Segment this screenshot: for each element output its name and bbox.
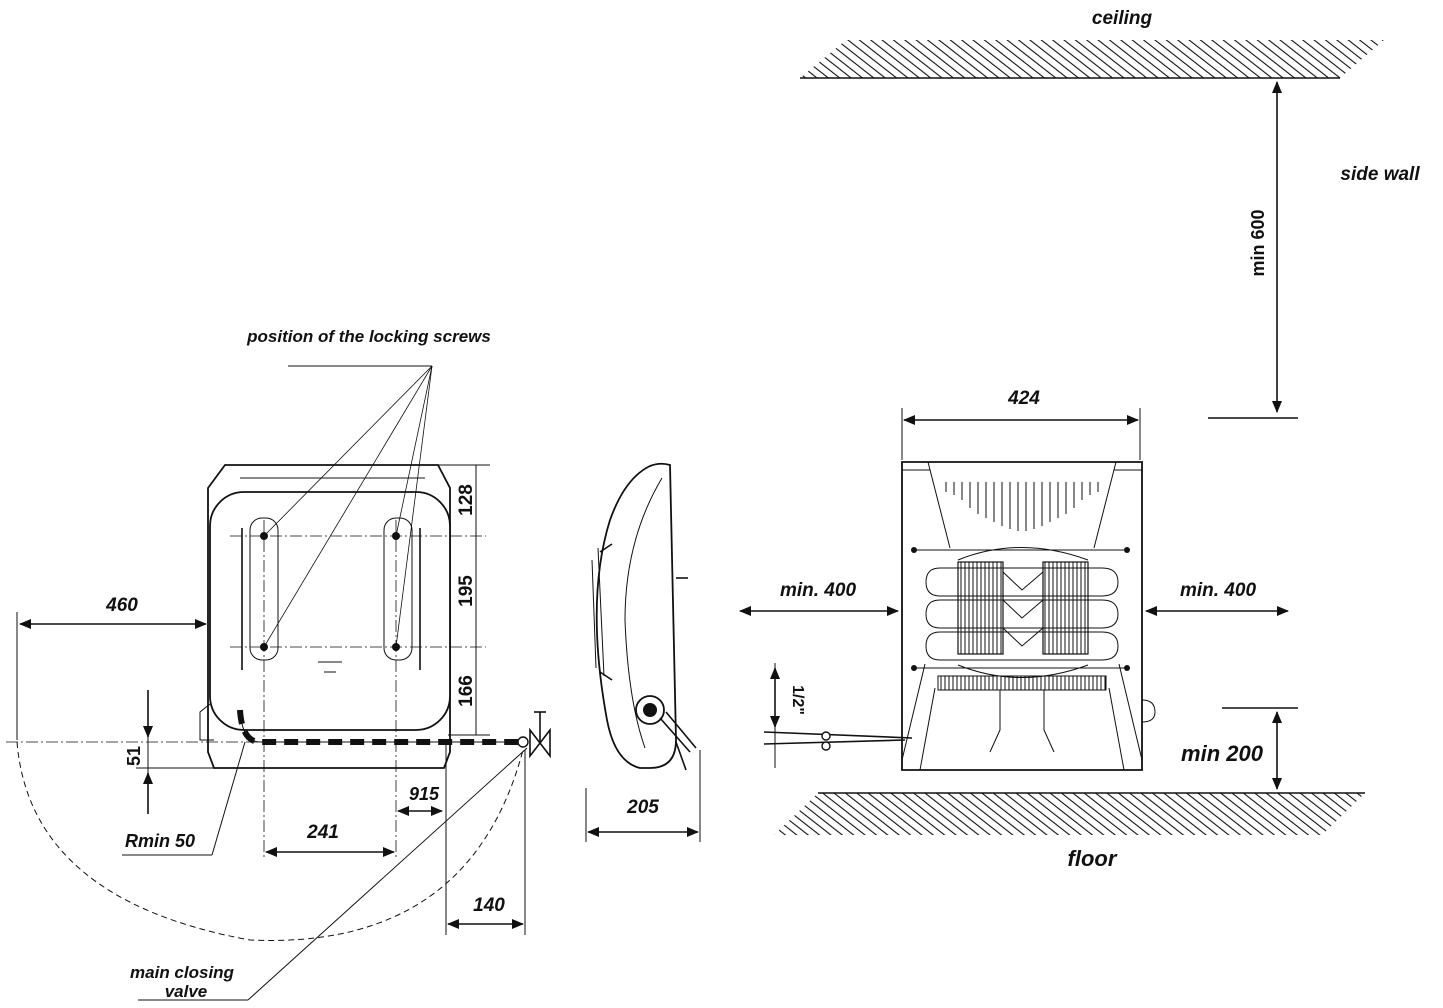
min-400-left-dimension: min. 400 [739,580,899,616]
floor-hatching [774,792,1365,835]
dim-128-label: 128 [456,484,477,516]
min-200-label: min 200 [1181,741,1264,766]
side-wall-label: side wall [1340,164,1420,185]
ceiling-label: ceiling [1092,8,1153,29]
min-200-dimension: min 200 [1181,707,1298,790]
dim-915-label: 915 [409,784,440,804]
dim-241: 241 [265,822,395,857]
dim-140: 140 [447,750,526,935]
width-424-label: 424 [1007,388,1040,409]
min-400-left-label: min. 400 [780,580,856,601]
dim-195-label: 195 [456,575,477,607]
ceiling-hatching [800,40,1384,79]
heater-front-view [901,461,1156,771]
depth-205-dimension: 205 [585,750,701,842]
dim-166-label: 166 [456,675,477,707]
pipe-size-label: 1/2" [789,685,806,715]
top-vents [945,482,1099,531]
dim-140-label: 140 [473,895,505,916]
depth-205-label: 205 [626,797,659,818]
dim-241-label: 241 [306,822,339,843]
min-600-dimension: min 600 [1208,81,1298,419]
dim-460: 460 [16,595,207,740]
dim-51-label: 51 [124,746,144,766]
heater-side-view [591,462,697,771]
rmin-label: Rmin 50 [125,831,195,851]
main-valve-leader: main closing valve [130,747,528,1001]
locking-screws-label: position of the locking screws [246,327,491,346]
heater-rear-view [6,464,551,860]
width-424-dimension: 424 [901,388,1141,460]
gas-pipe-front: 1/2" [763,663,913,768]
floor-label: floor [1068,846,1118,871]
main-valve-label-2: valve [165,982,208,1001]
swing-arc [16,741,524,941]
dim-915: 915 [397,742,447,935]
locking-screws-leader: position of the locking screws [246,327,491,648]
min-400-right-label: min. 400 [1180,580,1256,601]
min-600-label: min 600 [1248,209,1268,276]
dim-460-label: 460 [105,595,138,616]
min-400-right-dimension: min. 400 [1145,580,1289,616]
main-valve-label-1: main closing [130,963,235,982]
rmin-leader: Rmin 50 [122,741,246,856]
rear-vertical-dimensions: 128 195 166 [430,464,490,736]
dim-51: 51 [124,690,214,814]
